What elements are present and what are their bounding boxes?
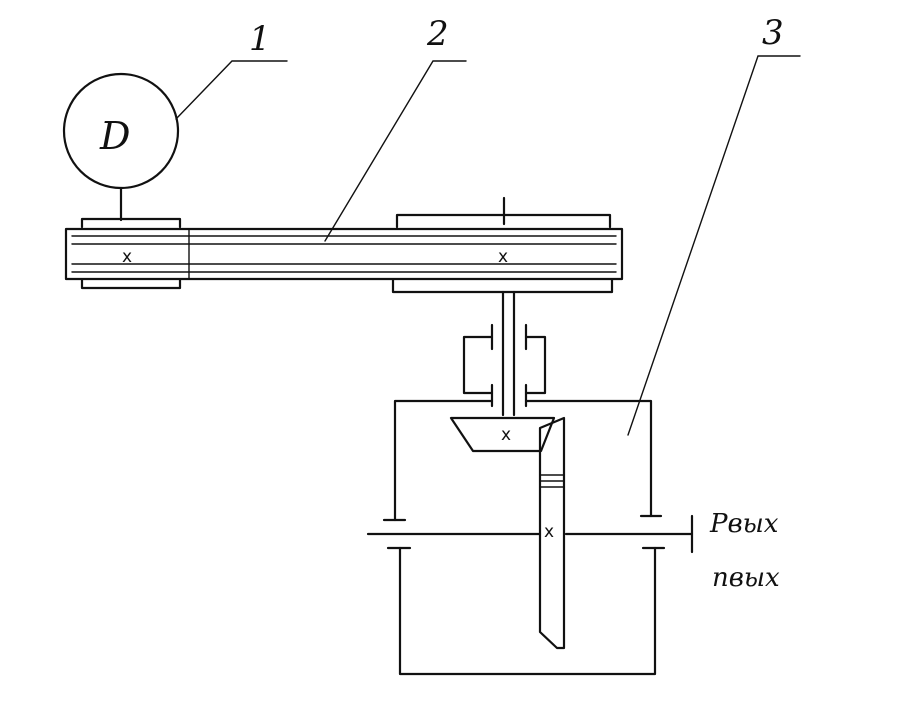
output-labels: Pвых nвых [709,509,780,593]
motor: Ⅾ [62,72,180,222]
belt-drive: x x [64,196,624,294]
small-pulley-shaft-mark: x [122,247,132,267]
gearbox: x x [366,399,694,676]
input-shaft [462,290,547,417]
bevel-wheel [538,416,566,650]
leader-motor [175,60,288,120]
belt-outline [64,227,624,281]
small-pulley-top [80,217,182,229]
pinion-shaft-mark: x [501,425,511,445]
output-power-label: Pвых [709,509,779,539]
small-pulley-bottom [80,278,182,290]
wheel-shaft-mark: x [544,522,554,542]
housing-bottom [398,546,657,676]
bearing-housing-right [524,335,547,395]
label-belt-number: 2 [426,14,449,54]
leaders: 1 2 3 [175,13,801,436]
bearing-housing-left [462,335,494,395]
leader-gearbox [627,55,801,436]
motor-symbol: Ⅾ [99,114,130,158]
housing-top-right [524,399,653,518]
leader-belt [324,60,467,242]
large-pulley-bottom [391,278,614,294]
label-motor-number: 1 [249,19,271,59]
label-gearbox-number: 3 [762,13,784,53]
large-pulley-shaft-mark: x [498,247,508,267]
output-speed-label: nвых [712,563,780,593]
housing-top-left [393,399,494,522]
